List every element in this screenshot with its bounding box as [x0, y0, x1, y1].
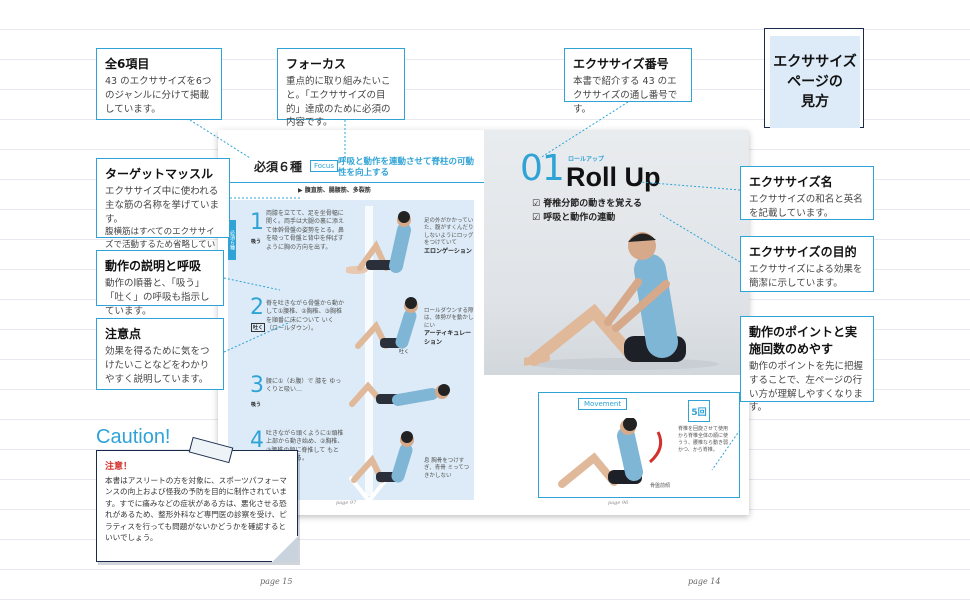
check-icon: ☑ [532, 212, 541, 223]
exercise-figure-3 [349, 381, 450, 407]
purpose-item: ☑ 脊椎分節の動きを覚える [532, 199, 642, 209]
vertical-arrow [365, 206, 373, 496]
main-photo-figure [524, 232, 719, 370]
check-icon: ☑ [532, 199, 541, 209]
exercise-kana: ロールアップ [568, 156, 605, 163]
exercise-figure-2 [355, 297, 418, 349]
caution-fold [272, 536, 298, 562]
exercise-number: 01 [520, 148, 565, 189]
footer-page-right: page 14 [688, 577, 721, 586]
focus-text: 呼吸と動作を連動させて脊柱の可動性を向上する [338, 157, 475, 179]
note-1: 足の外がかかっていた、腹がすくんだりしないようにロッグをつけていて エロンゲーシ… [424, 218, 474, 255]
step-1-number: 1 [250, 210, 264, 235]
step-2-breath: 吐く [251, 323, 266, 332]
purpose-item: ☑ 呼吸と動作の連動 [532, 212, 616, 223]
purpose-list: ☑ 脊椎分節の動きを覚える ☑ 呼吸と動作の連動 [532, 198, 642, 226]
movement-label: Movement [578, 398, 628, 410]
caution-heading: Caution! [96, 426, 171, 448]
step-3-number: 3 [250, 373, 264, 398]
step-1-text: 両膝を立てて、足を坐骨幅に開く。両手は大腿の裏に添えて体幹骨盤の姿勢をとる。鼻を… [266, 210, 345, 251]
exercise-figure-4 [351, 431, 414, 483]
step-2-number: 2 [250, 295, 264, 320]
focus-underline [228, 182, 484, 183]
step-4-number: 4 [250, 428, 264, 453]
exercise-name-en: Roll Up [566, 162, 661, 192]
footer-page-left: page 15 [260, 577, 293, 586]
focus-tag: Focus [310, 160, 338, 172]
movement-figure [558, 418, 663, 488]
step-1-breath: 吸う [251, 239, 262, 245]
callout-name: エクササイズ名 エクササイズの和名と英名を記載しています。 [740, 166, 874, 220]
callout-total: 全6項目 43 のエクササイズを6つのジャンルに分けて掲載しています。 [96, 48, 222, 120]
callout-target: ターゲットマッスル エクササイズ中に使われる主な筋の名称を挙げています。 腹横筋… [96, 158, 230, 262]
callout-caution-point: 注意点 効果を得るために気をつけたいことなどをわかりやすく説明しています。 [96, 318, 224, 390]
side-tab: 必須６種 [228, 220, 236, 260]
callout-focus: フォーカス 重点的に取り組みたいこと。「エクササイズの目的」達成のために必須の内… [277, 48, 405, 128]
caution-title: 注意！ [105, 462, 133, 472]
step-3-breath: 吸う [251, 402, 262, 408]
callout-purpose: エクササイズの目的 エクササイズによる効果を簡潔に示しています。 [740, 236, 874, 292]
left-inner-page: page 97 [336, 500, 357, 506]
note-3: 息 胸骨をつけすぎ、青骨 ミってつきかしない [424, 458, 470, 479]
exercise-figure-1 [346, 211, 411, 274]
movement-arrow-label: 骨盤前傾 [650, 483, 671, 489]
arrow-head-icon [348, 475, 390, 505]
step-2-text: 脊を吐きながら骨盤から動かして①腰椎、②胸椎、③胸椎を順番に床について いく（ロ… [266, 300, 345, 333]
right-page: 01 ロールアップ Roll Up ☑ 脊椎分節の動きを覚える ☑ 呼吸と動作の… [484, 130, 749, 515]
movement-text: 脊椎を回旋させて使用から脊椎全体の順に使うう、腰椎なら動き弱かつ、から脊推。 [678, 426, 729, 453]
required-label: 必須６種 [254, 160, 303, 174]
caution-body: 本書はアスリートの方を対象に、スポーツパフォーマンスの向上および怪我の予防を目的… [105, 476, 287, 542]
reps-badge: 5回 [688, 400, 710, 422]
book-spread: 必須６種 Focus 呼吸と動作を連動させて脊柱の可動性を向上する ▶ 腹直筋、… [218, 130, 749, 515]
right-inner-page: page 96 [608, 500, 629, 506]
step-3-text: 腰に①（お腹）で 膝を ゆっくりと吸い… [266, 378, 342, 394]
corner-title: エクササイズ ページの 見方 [770, 36, 860, 128]
muscles-text: ▶ 腹直筋、腸腰筋、多裂筋 [298, 187, 371, 194]
callout-points: 動作のポイントと実施回数のめやす 動作のポイントを先に把握することで、左ページの… [740, 316, 874, 413]
callout-explain: 動作の説明と呼吸 動作の順番と、「吸う」「吐く」の呼吸も指示しています。 [96, 250, 224, 317]
caution-note: 注意！ 本書はアスリートの方を対象に、スポーツパフォーマンスの向上および怪我の予… [96, 450, 298, 562]
breath-tag: 吐く [399, 349, 410, 355]
note-2: ロールダウンする際は、体勢がを動かしにい アーティキュレーション [424, 308, 474, 346]
callout-number: エクササイズ番号 本書で紹介する 43 のエクササイズの通し番号です。 [564, 48, 692, 115]
